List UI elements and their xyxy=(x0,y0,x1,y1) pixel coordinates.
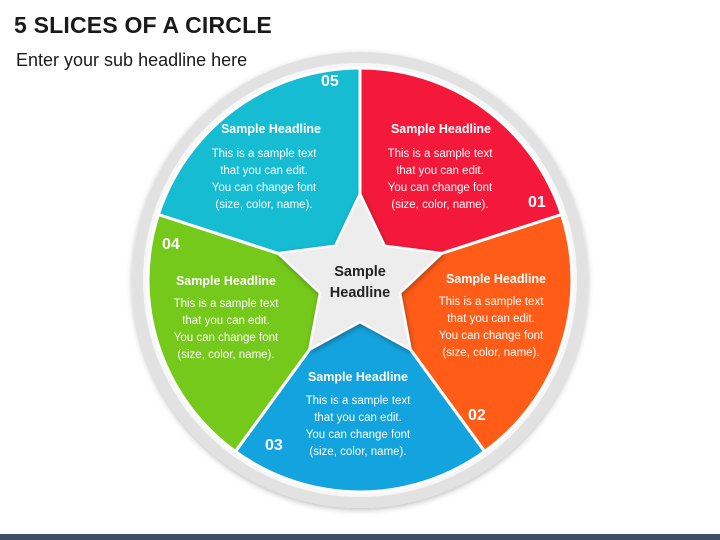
segment-03-headline: Sample Headline xyxy=(308,370,408,384)
center-label-line2: Headline xyxy=(330,285,390,301)
segment-01-headline: Sample Headline xyxy=(391,122,491,136)
segment-04-number: 04 xyxy=(162,236,180,253)
segment-03-number: 03 xyxy=(265,437,283,454)
segment-05[interactable]: 05 Sample Headline This is a sample text… xyxy=(156,66,362,255)
segment-05-body-line: that you can edit. xyxy=(220,165,308,177)
segment-01-body-line: You can change font xyxy=(388,182,493,194)
center-star[interactable] xyxy=(275,191,445,352)
footer-bar xyxy=(0,534,720,540)
segment-02-body-line: You can change font xyxy=(439,330,544,342)
segment-01-body-line: (size, color, name). xyxy=(391,199,488,211)
segment-03-body-line: (size, color, name). xyxy=(309,446,406,458)
segment-02-headline: Sample Headline xyxy=(446,272,546,286)
page-title: 5 SLICES OF A CIRCLE xyxy=(14,12,272,38)
segment-05-headline: Sample Headline xyxy=(221,122,321,136)
segment-01-body-line: that you can edit. xyxy=(396,165,484,177)
segment-02-number: 02 xyxy=(468,407,486,424)
segment-05-body-line: (size, color, name). xyxy=(215,199,312,211)
segment-01-body-line: This is a sample text xyxy=(388,148,494,160)
segment-01-number: 01 xyxy=(528,194,546,211)
segment-03-body-line: You can change font xyxy=(306,429,411,441)
segment-03-body-line: This is a sample text xyxy=(306,395,412,407)
segment-02-body-line: that you can edit. xyxy=(447,313,535,325)
segment-04-headline: Sample Headline xyxy=(176,274,276,288)
segment-05-number: 05 xyxy=(321,73,339,90)
segment-04-body-line: You can change font xyxy=(174,332,279,344)
segment-05-body-line: You can change font xyxy=(212,182,317,194)
segment-05-slice[interactable] xyxy=(156,66,362,255)
segment-02-body-line: This is a sample text xyxy=(439,296,545,308)
segment-04-body-line: (size, color, name). xyxy=(177,349,274,361)
segment-05-body-line: This is a sample text xyxy=(212,148,318,160)
page-subtitle: Enter your sub headline here xyxy=(16,50,248,70)
segment-04-body-line: This is a sample text xyxy=(174,298,280,310)
segment-04-body-line: that you can edit. xyxy=(182,315,270,327)
segment-02-body-line: (size, color, name). xyxy=(442,347,539,359)
segment-03-body-line: that you can edit. xyxy=(314,412,402,424)
center-label-line1: Sample xyxy=(334,264,386,280)
